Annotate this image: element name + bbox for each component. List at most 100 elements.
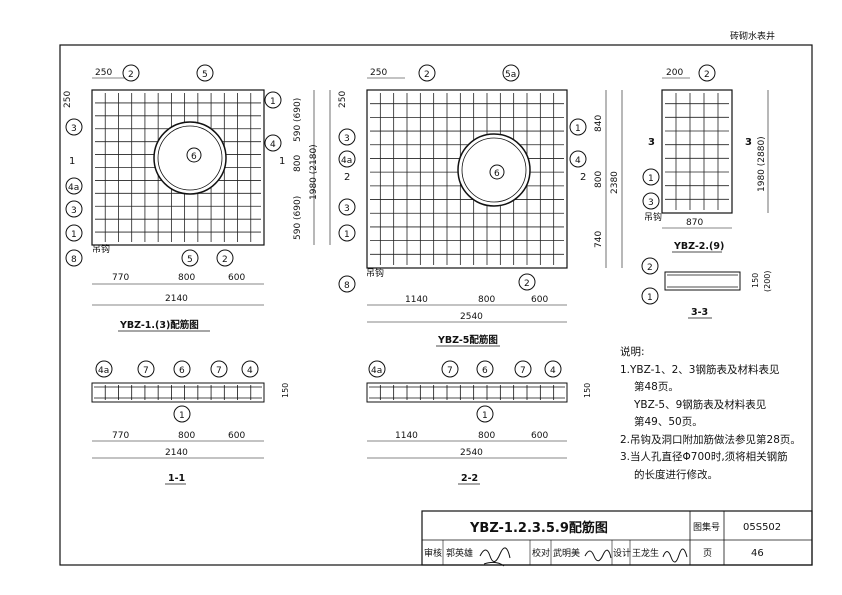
ybz5-callout-3-upper: 3	[344, 134, 350, 144]
checker-signature	[584, 549, 612, 562]
ybz2-plan: 200 1980 (2880) 870 YBZ-2.(9) 3 3 吊钩 2 1…	[642, 64, 769, 253]
ybz1-callout-1-left: 1	[71, 230, 77, 240]
designer-name: 王龙生	[632, 547, 659, 559]
ybz1-callout-3-upper: 3	[71, 124, 77, 134]
sec33-dim-1: 150	[751, 273, 760, 288]
design-label: 设计	[613, 547, 631, 559]
drawing-title: YBZ-1.2.3.5.9配筋图	[469, 520, 608, 536]
ybz5-bottom-dim-2: 800	[478, 295, 495, 305]
sec22-height: 150	[583, 383, 592, 398]
reviewer-signature	[479, 547, 511, 567]
ybz5-right-dim-1: 840	[594, 115, 604, 132]
ybz2-section-mark-right: 3	[745, 137, 752, 148]
ybz1-left-dim: 250	[63, 91, 73, 108]
ybz2-bottom-dim: 870	[686, 218, 703, 228]
sec33-dim-2: (200)	[763, 270, 772, 292]
notes-heading: 说明:	[620, 346, 645, 358]
page-number: 46	[751, 548, 764, 559]
page-label: 页	[703, 548, 712, 559]
ybz5-callout-2-bottom: 2	[524, 279, 530, 289]
sec11-bottom-dim-3: 600	[228, 431, 245, 441]
sec22-bottom-dim-3: 600	[531, 431, 548, 441]
ybz1-right-dim-2: 800	[293, 155, 303, 172]
sec22-callout-4: 4	[550, 366, 556, 376]
designer-signature	[662, 548, 688, 563]
section-2-2: 150 1140 800 600 2540 2-2 4a 7 6 7 4 1	[366, 360, 592, 485]
ybz5-title: YBZ-5配筋图	[437, 334, 498, 346]
ybz5-top-dim: 250	[370, 68, 387, 78]
sec11-total-dim: 2140	[165, 448, 188, 458]
atlas-no-label: 图集号	[693, 521, 720, 533]
sec11-title: 1-1	[168, 473, 185, 484]
sec22-bottom-dim-2: 800	[478, 431, 495, 441]
sec22-callout-1: 1	[482, 411, 488, 421]
sec11-callout-4a: 4a	[98, 366, 109, 376]
sec22-callout-7-left: 7	[447, 366, 453, 376]
ybz1-callout-8: 8	[71, 255, 77, 265]
notes-block: 说明: 1.YBZ-1、2、3钢筋表及材料表见 第48页。 YBZ-5、9钢筋表…	[620, 344, 820, 484]
note-line-1: 1.YBZ-1、2、3钢筋表及材料表见	[620, 363, 780, 376]
ybz2-hook-label: 吊钩	[644, 211, 662, 223]
ybz1-bottom-dim-2: 800	[178, 273, 195, 283]
ybz1-bottom-dim-3: 600	[228, 273, 245, 283]
ybz5-callout-2-top: 2	[424, 70, 430, 80]
ybz1-callout-6: 6	[191, 152, 197, 162]
sec11-bottom-dim-2: 800	[178, 431, 195, 441]
review-label: 审核	[424, 547, 442, 559]
ybz5-callout-3-lower: 3	[344, 204, 350, 214]
ybz5-bottom-dim-3: 600	[531, 295, 548, 305]
ybz5-right-dim-total: 2380	[610, 171, 620, 194]
ybz5-callout-8: 8	[344, 281, 350, 291]
ybz1-bottom-dim-1: 770	[112, 273, 129, 283]
ybz5-callout-1-left: 1	[344, 230, 350, 240]
ybz1-callout-4-right: 4	[270, 140, 276, 150]
ybz5-section-mark-left: 2	[344, 172, 350, 183]
sec33-title: 3-3	[691, 307, 708, 318]
sheet-category: 砖砌水表井	[730, 30, 775, 42]
sec11-bottom-dim-1: 770	[112, 431, 129, 441]
ybz2-title: YBZ-2.(9)	[673, 241, 724, 252]
ybz1-callout-3-lower: 3	[71, 206, 77, 216]
note-line-6: 3.当人孔直径Φ700时,须将相关钢筋	[620, 451, 788, 463]
sec33-callout-1: 1	[647, 293, 653, 303]
note-line-5: 2.吊钩及洞口附加筋做法参见第28页。	[620, 433, 801, 446]
reviewer-name: 郭英雄	[446, 547, 473, 559]
ybz5-right-dim-2: 800	[594, 171, 604, 188]
atlas-no: 05S502	[743, 522, 781, 533]
ybz1-callout-5-bottom: 5	[187, 255, 193, 265]
ybz2-right-dim: 1980 (2880)	[757, 136, 767, 192]
ybz1-hook-label: 吊钩	[92, 243, 110, 255]
ybz1-callout-2-top: 2	[128, 70, 134, 80]
ybz1-callout-5-top: 5	[202, 70, 208, 80]
ybz1-plan: 250 250 590 (690) 800 590 (690) 1980 (21…	[63, 64, 331, 332]
note-line-3: YBZ-5、9钢筋表及材料表见	[634, 398, 767, 411]
ybz2-callout-1: 1	[648, 174, 654, 184]
ybz2-section-mark-left: 3	[648, 137, 655, 148]
note-line-7: 的长度进行修改。	[634, 468, 718, 481]
ybz2-top-dim: 200	[666, 68, 683, 78]
ybz2-callout-3: 3	[648, 198, 654, 208]
ybz1-right-dim-1: 590 (690)	[293, 98, 303, 142]
sec11-callout-6: 6	[179, 366, 185, 376]
ybz5-callout-5a: 5a	[505, 70, 516, 80]
ybz2-callout-2: 2	[704, 70, 710, 80]
ybz1-total-dim: 2140	[165, 294, 188, 304]
title-block: YBZ-1.2.3.5.9配筋图 图集号 05S502 审核 郭英雄 校对 武明…	[421, 510, 813, 567]
sec22-callout-6: 6	[482, 366, 488, 376]
sec22-callout-7-right: 7	[520, 366, 526, 376]
ybz1-callout-2-bottom: 2	[222, 255, 228, 265]
sec11-callout-7-left: 7	[143, 366, 149, 376]
ybz5-right-dim-3: 740	[594, 231, 604, 248]
ybz5-bottom-dim-1: 1140	[405, 295, 428, 305]
sec11-callout-4: 4	[247, 366, 253, 376]
ybz5-callout-6: 6	[494, 169, 500, 179]
sec22-callout-4a: 4a	[371, 366, 382, 376]
section-3-3: 150 (200) 3-3 2 1	[641, 257, 772, 319]
sec22-bottom-dim-1: 1140	[395, 431, 418, 441]
ybz1-right-dim-total: 1980 (2180)	[309, 144, 319, 200]
ybz5-plan: 250 250 840 800 740 2380 1140 800 600 25…	[338, 64, 623, 347]
sec22-total-dim: 2540	[460, 448, 483, 458]
ybz5-callout-1-right: 1	[575, 124, 581, 134]
ybz1-callout-4a: 4a	[68, 183, 79, 193]
